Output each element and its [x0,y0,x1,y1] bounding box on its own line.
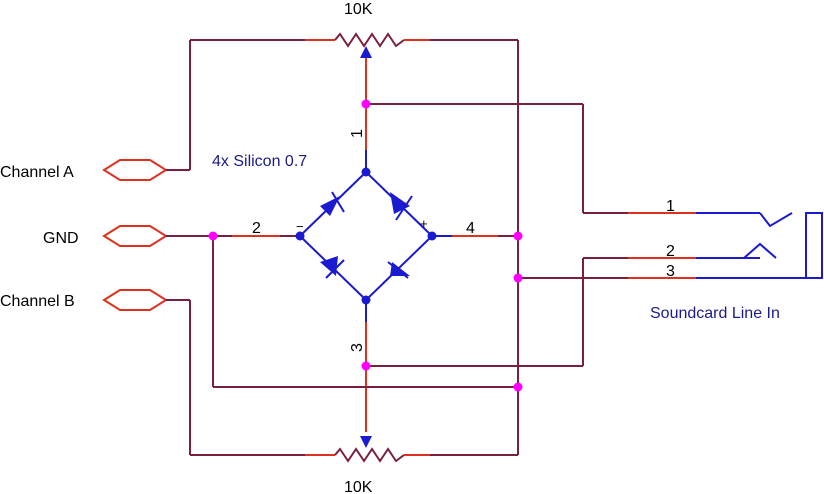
bridge-note: 4x Silicon 0.7 [212,153,307,170]
junction-dot [513,231,523,241]
audio-jack-icon [743,212,823,279]
diode-bridge [295,167,437,305]
bridge-pin-1: 1 [349,129,366,138]
channel-a-connector [102,40,191,181]
bottom-wiper-arrow-icon [360,436,372,448]
diode-d1-icon [320,191,345,216]
top-pot-value: 10K [344,1,373,18]
jack-pin-1: 1 [666,198,675,215]
top-wiper-arrow-icon [360,46,372,58]
gnd-label: GND [43,230,79,247]
bottom-pot-value: 10K [344,479,373,494]
junction-dot [513,382,523,392]
junction-dot [513,273,523,283]
bridge-pin-2: 2 [252,220,261,237]
junction-dot [361,361,371,371]
gnd-connector [102,225,213,247]
soundcard-label: Soundcard Line In [650,305,780,322]
jack-pin-2: 2 [666,243,675,260]
top-potentiometer [190,32,518,104]
jack-pin-3: 3 [666,263,675,280]
diode-d4-icon [387,261,410,279]
diode-d3-icon [320,256,345,279]
bridge-plus-label: + [420,216,428,231]
bridge-pin-4: 4 [466,220,475,237]
junction-dot [208,231,218,241]
bottom-potentiometer [190,366,518,463]
bridge-minus-label: − [296,219,304,234]
channel-b-label: Channel B [0,293,75,310]
diode-d2-icon [390,192,413,221]
bridge-pin-3: 3 [349,343,366,352]
channel-b-connector [102,289,191,455]
junction-dot [361,99,371,109]
channel-a-label: Channel A [0,164,74,181]
